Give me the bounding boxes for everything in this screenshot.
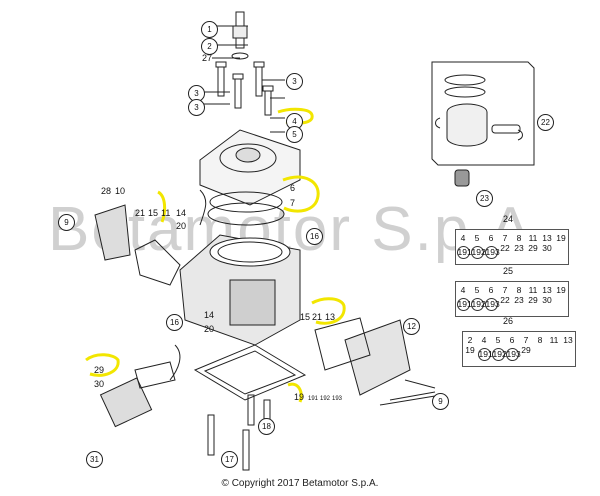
kit-cell: 19: [556, 285, 566, 295]
kit-cell: 11: [549, 335, 559, 345]
callout-21a: 21: [135, 208, 146, 218]
kit-cell: 19: [556, 233, 566, 243]
kit-26-label: 26: [502, 316, 513, 326]
head-bolts-illustration: [215, 61, 274, 116]
piston-kit-illustration: [431, 61, 535, 166]
callout-19: 19: [294, 392, 305, 402]
callout-20b: 20: [204, 324, 215, 334]
kit-cell: 13: [563, 335, 573, 345]
callout-15b: 15: [300, 312, 311, 322]
callout-10: 10: [115, 186, 126, 196]
callout-16b: 16: [166, 314, 183, 331]
callout-15a: 15: [148, 208, 159, 218]
callout-20a: 20: [176, 221, 187, 231]
callout-13: 13: [325, 312, 336, 322]
kit-24-label: 24: [502, 214, 513, 224]
exhaust-flange-illustration: [94, 204, 181, 286]
callout-6: 6: [290, 183, 296, 193]
callout-14a: 14: [176, 208, 187, 218]
callout-28: 28: [101, 186, 112, 196]
callout-29: 29: [94, 365, 105, 375]
highlight-marks: [85, 107, 346, 403]
callout-3a: 3: [286, 73, 303, 90]
callout-30: 30: [94, 379, 105, 389]
needle-bearing-illustration: [454, 169, 470, 187]
callout-2: 2: [201, 38, 218, 55]
valve-cover-illustration: [314, 317, 411, 396]
callout-7: 7: [290, 198, 296, 208]
callout-193: 193: [332, 396, 343, 402]
callout-16a: 16: [306, 228, 323, 245]
callout-12: 12: [403, 318, 420, 335]
cylinder-head-illustration: [199, 129, 301, 206]
callout-9a: 9: [58, 214, 75, 231]
callout-18: 18: [258, 418, 275, 435]
callout-3c: 3: [188, 99, 205, 116]
kit-25-label: 25: [502, 266, 513, 276]
callout-27: 27: [202, 53, 213, 63]
callout-191: 191: [308, 396, 319, 402]
callout-17: 17: [221, 451, 238, 468]
cylinder-illustration: [179, 234, 301, 346]
callout-14b: 14: [204, 310, 215, 320]
callout-192: 192: [320, 396, 331, 402]
callout-9b: 9: [432, 393, 449, 410]
callout-11: 11: [161, 208, 171, 218]
copyright-footer: © Copyright 2017 Betamotor S.p.A.: [221, 478, 379, 489]
callout-31: 31: [86, 451, 103, 468]
actuator-illustration: [99, 361, 176, 428]
callout-21b: 21: [312, 312, 323, 322]
callout-5: 5: [286, 126, 303, 143]
callout-1: 1: [201, 21, 218, 38]
spark-plug-illustration: [231, 11, 249, 60]
callout-22: 22: [537, 114, 554, 131]
base-gasket-illustration: [193, 344, 307, 401]
callout-23: 23: [476, 190, 493, 207]
kit-cell: 8: [537, 335, 543, 345]
